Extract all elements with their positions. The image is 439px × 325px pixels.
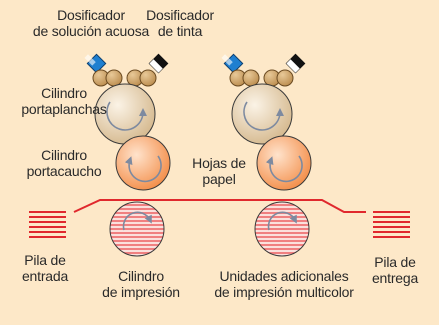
- input-pile-label: Pila de entrada: [21, 252, 69, 284]
- water-doser-label: Dosificador de solución acuosa: [32, 7, 150, 39]
- paper-path-line: [73, 199, 366, 213]
- additional-units-label: Unidades adicionales de impresión multic…: [214, 268, 354, 300]
- plate-cylinder-label: Cilindro portaplanchas: [21, 85, 107, 117]
- impression-cylinder: [254, 201, 310, 257]
- printing-unit-1: [84, 53, 171, 257]
- ink-doser-label: Dosificador de tinta: [146, 7, 214, 39]
- impression-cylinder-label: Cilindro de impresión: [102, 268, 180, 300]
- delivery-pile-label: Pila de entrega: [371, 254, 419, 286]
- printing-unit-2: [221, 53, 312, 257]
- dampening-roller: [242, 69, 260, 87]
- input-pile-stack: [29, 211, 66, 238]
- impression-cylinder: [109, 201, 165, 257]
- dampening-roller: [105, 69, 123, 87]
- paper-sheets-label: Hojas de papel: [192, 155, 246, 187]
- ink-roller: [276, 69, 294, 87]
- blanket-cylinder-label: Cilindro portacaucho: [26, 147, 102, 179]
- delivery-pile-stack: [373, 211, 410, 238]
- plate-cylinder: [231, 83, 293, 145]
- ink-roller: [139, 69, 157, 87]
